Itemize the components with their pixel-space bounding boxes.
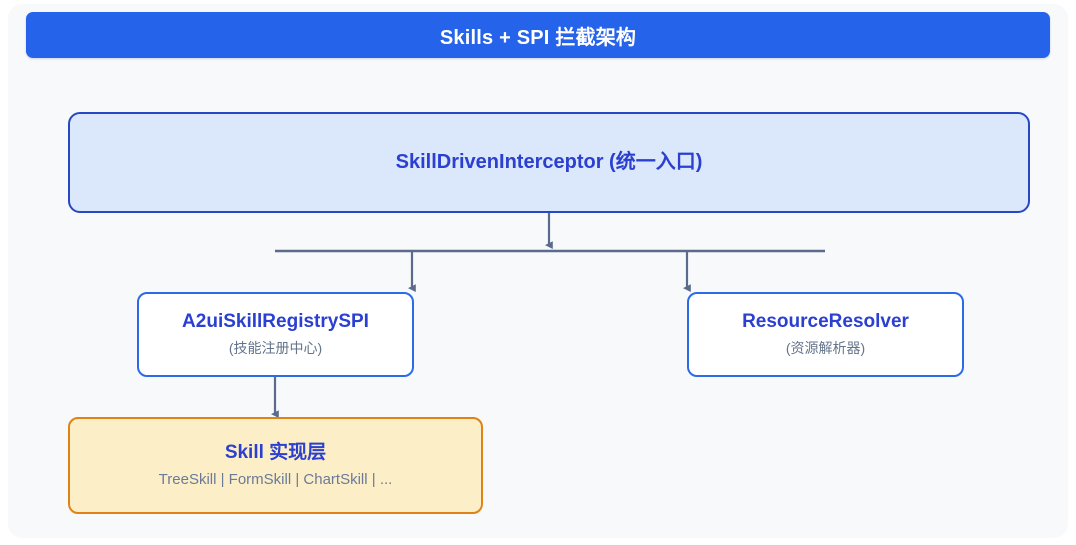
node-skill-subtitle: TreeSkill | FormSkill | ChartSkill | ...	[158, 471, 393, 489]
node-registry-subtitle: (技能注册中心)	[228, 340, 323, 357]
node-skill-title: Skill 实现层	[224, 441, 327, 463]
node-interceptor-title: SkillDrivenInterceptor (统一入口)	[395, 151, 703, 173]
node-registry-title: A2uiSkillRegistrySPI	[182, 311, 369, 333]
node-skill-implementation-layer[interactable]: Skill 实现层 TreeSkill | FormSkill | ChartS…	[68, 417, 483, 514]
node-skill-driven-interceptor[interactable]: SkillDrivenInterceptor (统一入口)	[68, 112, 1030, 213]
node-resource-resolver[interactable]: ResourceResolver (资源解析器)	[687, 292, 964, 377]
page-title: Skills + SPI 拦截架构	[439, 26, 637, 49]
node-a2ui-skill-registry-spi[interactable]: A2uiSkillRegistrySPI (技能注册中心)	[137, 292, 414, 377]
node-resolver-title: ResourceResolver	[742, 311, 909, 333]
diagram-title-bar: Skills + SPI 拦截架构	[26, 12, 1050, 58]
node-resolver-subtitle: (资源解析器)	[785, 340, 866, 357]
